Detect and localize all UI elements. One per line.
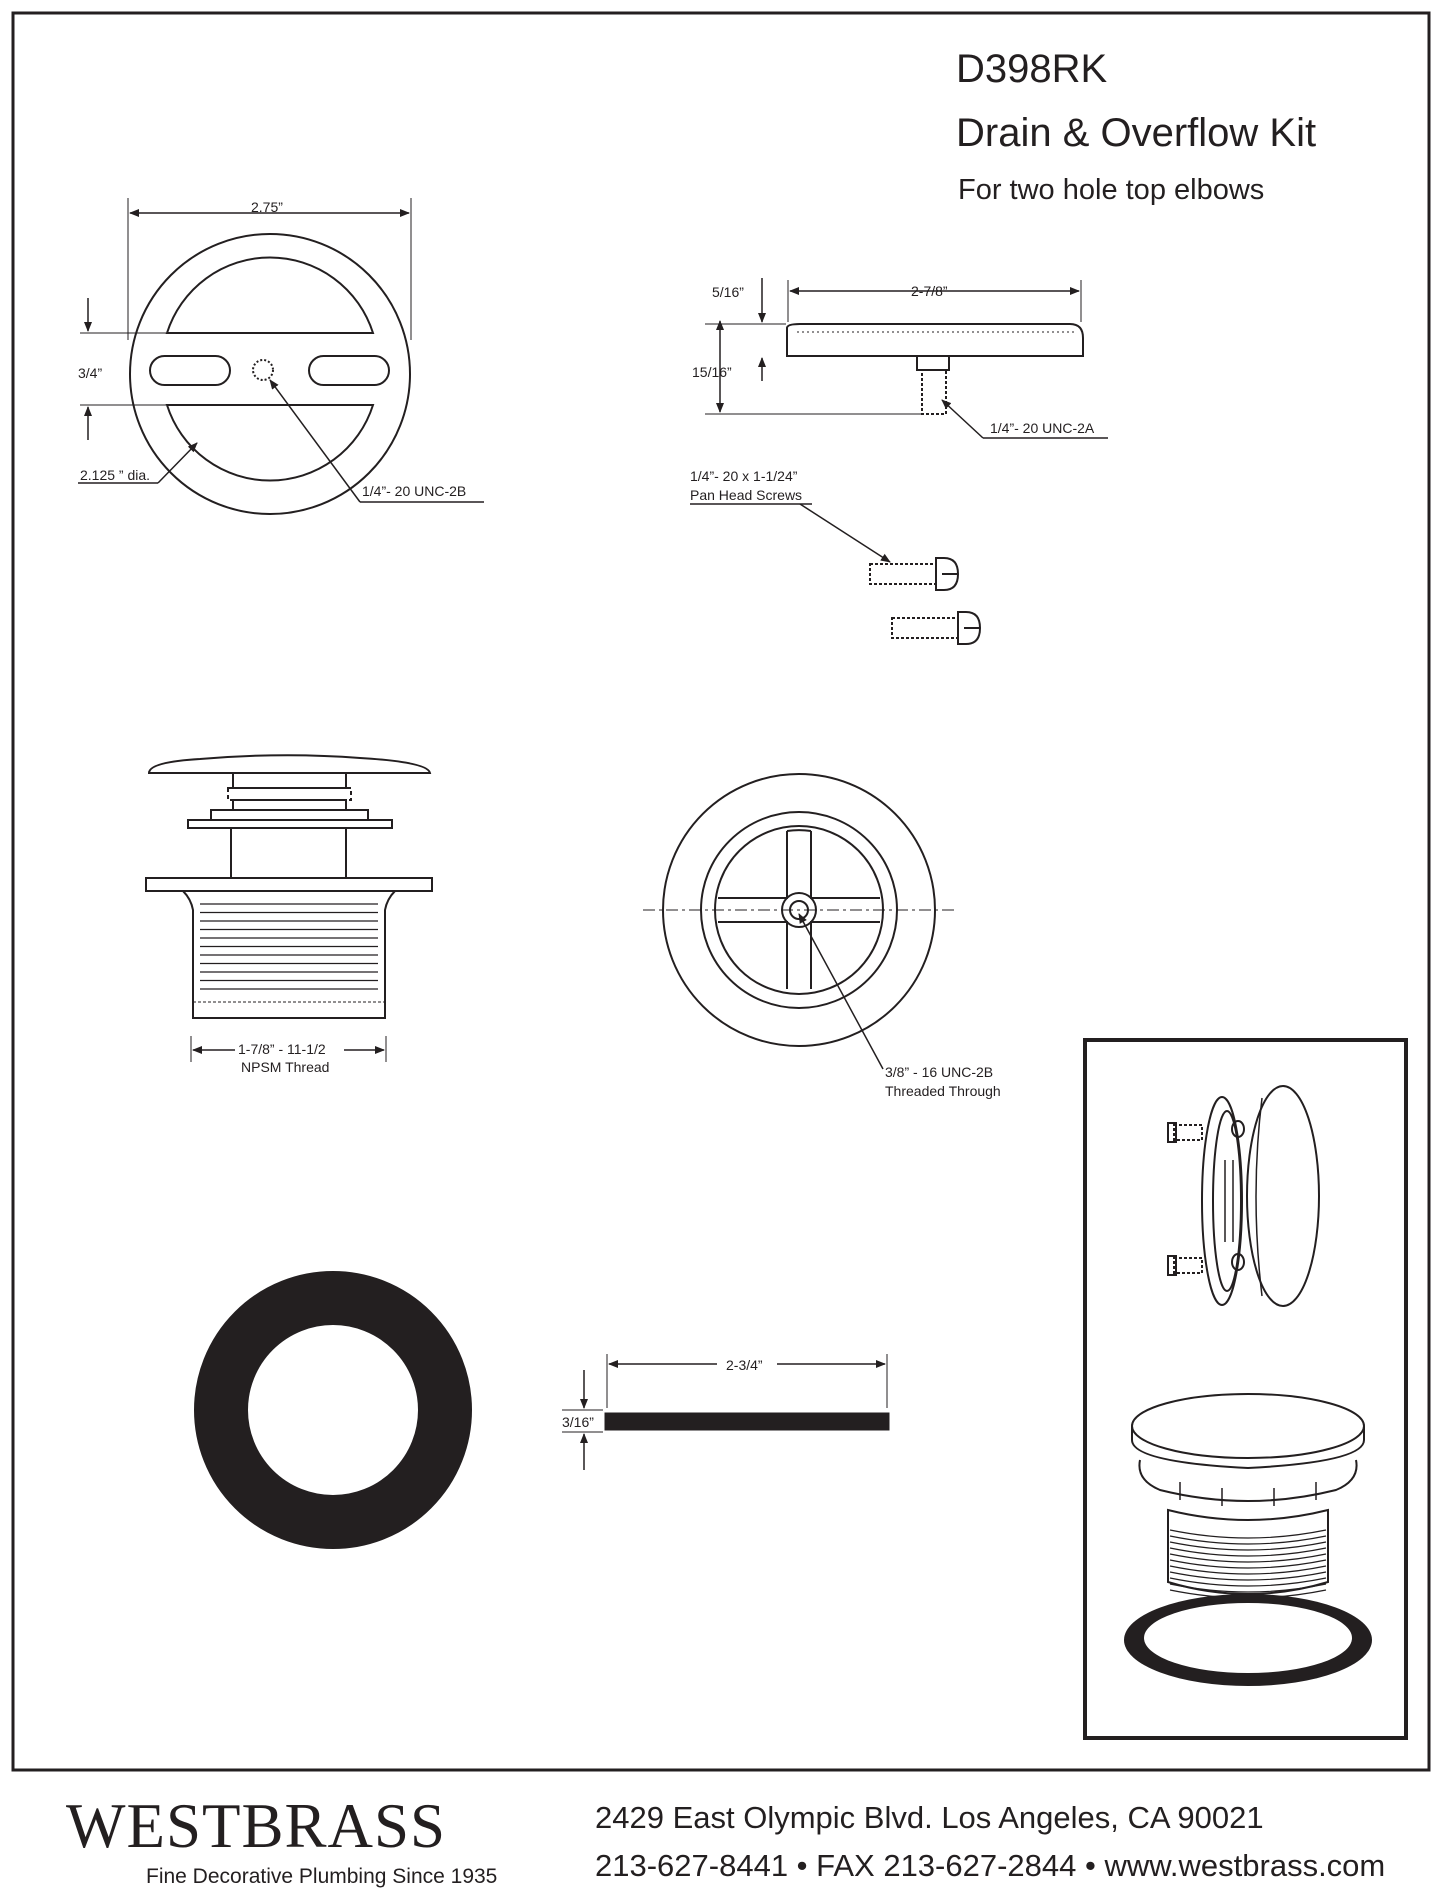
sheet-border	[11, 11, 1431, 1772]
assembly-thread-line	[1169, 1577, 1327, 1587]
assembly-thread-line	[1169, 1571, 1327, 1581]
overflow-plate-drawing	[78, 198, 484, 515]
assembly-thread-line	[1169, 1541, 1327, 1551]
stopper-length-label: 2-7/8”	[911, 283, 948, 299]
stopper-thread-label: 1/4”- 20 UNC-2A	[990, 420, 1095, 436]
drain-thread-type-label: NPSM Thread	[241, 1059, 329, 1075]
assembly-thread-line	[1169, 1583, 1327, 1593]
drain-body-drawing	[145, 754, 433, 1062]
stopper-height-label: 15/16”	[692, 364, 732, 380]
brand-tagline: Fine Decorative Plumbing Since 1935	[146, 1865, 497, 1888]
company-contact: 213-627-8441 • FAX 213-627-2844 • www.we…	[595, 1848, 1385, 1883]
assembly-thread-line	[1169, 1547, 1327, 1557]
pan-head-screws-drawing	[690, 503, 982, 645]
assembly-view-box	[1083, 1038, 1408, 1740]
company-address: 2429 East Olympic Blvd. Los Angeles, CA …	[595, 1800, 1264, 1835]
overflow-height-label: 3/4”	[78, 365, 102, 381]
drain-body-thread-lines	[200, 903, 378, 990]
gasket-assembly-drawing	[1124, 1594, 1372, 1686]
overflow-diameter-label: 2.125 ” dia.	[80, 467, 150, 483]
overflow-assembly-drawing	[1167, 1085, 1320, 1307]
assembly-thread-line	[1169, 1559, 1327, 1569]
gasket-profile-drawing	[562, 1354, 890, 1470]
screw-spec-label: 1/4”- 20 x 1-1/24”	[690, 468, 798, 484]
model-number: D398RK	[956, 47, 1108, 91]
drain-thread-spec-label: 1-7/8” - 11-1/2	[238, 1041, 326, 1057]
gasket-width-label: 2-3/4”	[726, 1357, 763, 1373]
drain-assembly-threads	[1169, 1529, 1327, 1599]
brand-logo: WESTBRASS	[66, 1791, 446, 1861]
drain-top-thread-type-label: Threaded Through	[885, 1083, 1001, 1099]
assembly-thread-line	[1169, 1553, 1327, 1563]
gasket-thickness-label: 3/16”	[562, 1414, 594, 1430]
screw-type-label: Pan Head Screws	[690, 487, 802, 503]
product-title: Drain & Overflow Kit	[956, 111, 1316, 155]
stopper-cap-drawing	[705, 278, 1108, 439]
stopper-cap-label: 5/16”	[712, 284, 744, 300]
product-subtitle: For two hole top elbows	[958, 174, 1264, 206]
overflow-thread-label: 1/4”- 20 UNC-2B	[362, 483, 466, 499]
assembly-thread-line	[1169, 1535, 1327, 1545]
drain-assembly-drawing	[1131, 1393, 1365, 1595]
assembly-thread-line	[1169, 1565, 1327, 1575]
gasket-drawing	[194, 1271, 472, 1549]
drain-top-view-drawing	[643, 773, 957, 1070]
assembly-thread-line	[1169, 1529, 1327, 1539]
overflow-width-label: 2.75”	[251, 199, 283, 215]
drain-top-thread-spec-label: 3/8” - 16 UNC-2B	[885, 1064, 993, 1080]
